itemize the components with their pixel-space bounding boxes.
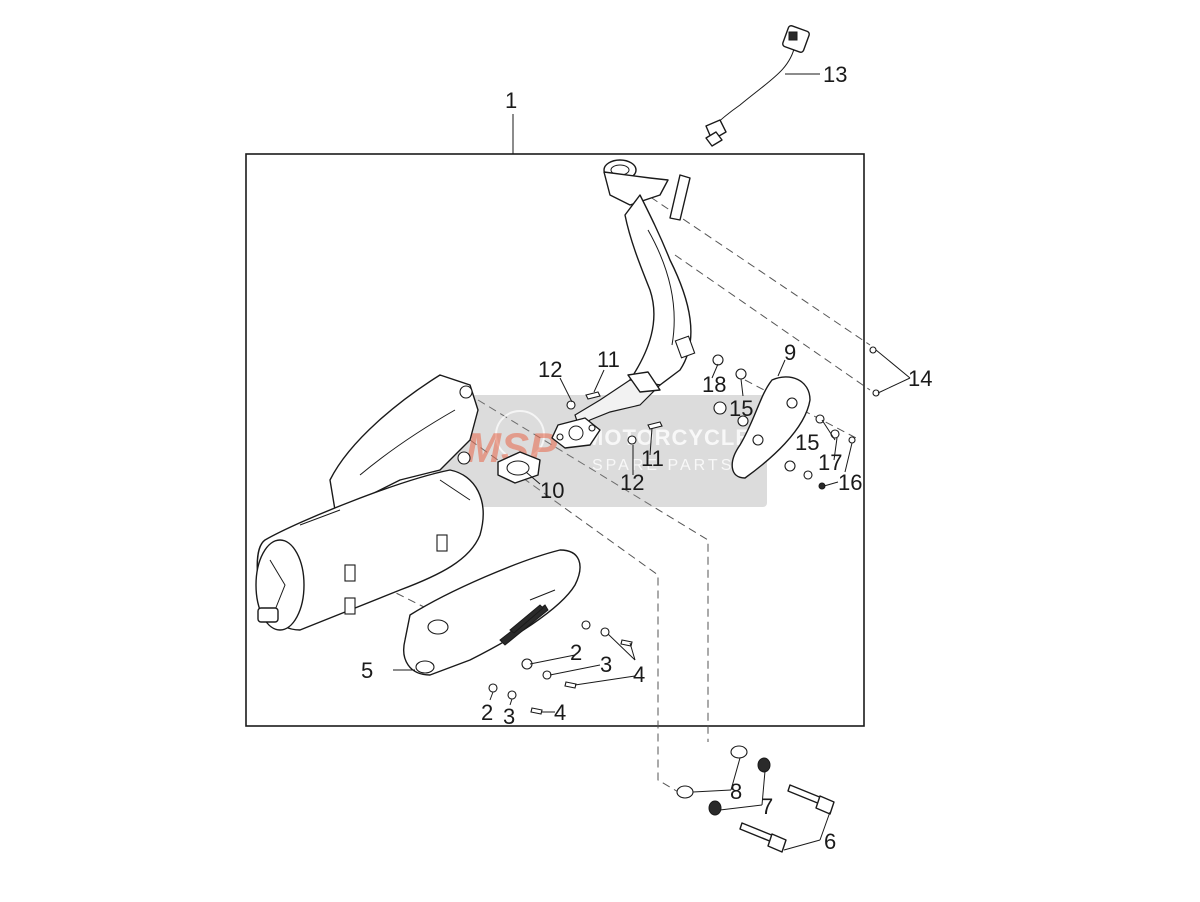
exhaust-pipe	[551, 159, 696, 449]
callout-3-upper: 3	[600, 652, 612, 677]
callout-9: 9	[784, 340, 796, 365]
callout-17: 17	[818, 450, 842, 475]
callout-2-lower: 2	[481, 700, 493, 725]
callout-15-lower: 15	[795, 430, 819, 455]
watermark-brand: MOTORCYCLE	[585, 425, 751, 450]
callout-4-upper: 4	[633, 662, 645, 687]
callout-14: 14	[908, 366, 932, 391]
callout-2-upper: 2	[570, 640, 582, 665]
pipe-guard-part-9	[731, 376, 811, 479]
callout-7: 7	[761, 794, 773, 819]
callout-15-upper: 15	[729, 396, 753, 421]
callout-10: 10	[540, 478, 564, 503]
callout-3-lower: 3	[503, 704, 515, 729]
callout-4-lower: 4	[554, 700, 566, 725]
callout-8: 8	[730, 779, 742, 804]
oxygen-sensor-part-13	[705, 25, 810, 147]
muffler	[255, 374, 484, 631]
callout-13: 13	[823, 62, 847, 87]
callout-12-bottom: 12	[620, 470, 644, 495]
hardware-bolts-nuts	[488, 346, 880, 853]
callout-11-bottom: 11	[641, 446, 664, 471]
callout-18: 18	[702, 372, 726, 397]
callouts: 1 13 12 11 18 9 14 15 15 17 16 11 12 10 …	[361, 62, 932, 854]
callout-16: 16	[838, 470, 862, 495]
callout-12-top: 12	[538, 357, 562, 382]
callout-1: 1	[505, 88, 517, 113]
watermark-sub: SPARE PARTS	[592, 457, 734, 474]
callout-6: 6	[824, 829, 836, 854]
callout-11-top: 11	[597, 347, 620, 372]
callout-5: 5	[361, 658, 373, 683]
muffler-guard-part-5	[403, 549, 581, 676]
leader-lines	[393, 73, 911, 851]
assembly-frame	[245, 153, 865, 727]
